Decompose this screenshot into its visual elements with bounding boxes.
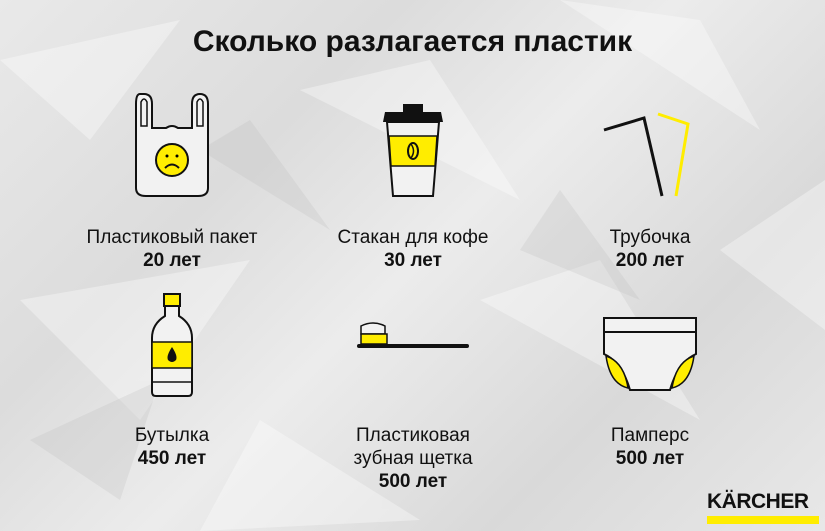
item-label: Памперс — [610, 425, 690, 446]
item-coffee-cup: Стакан для кофе 30 лет — [293, 88, 533, 272]
karcher-logo: KÄRCHER — [707, 490, 819, 524]
item-years: 200 лет — [615, 250, 685, 271]
brand-yellow-bar — [707, 516, 819, 524]
straw-icon — [530, 88, 770, 198]
item-label: Трубочка — [609, 227, 691, 248]
item-plastic-bag: Пластиковый пакет 20 лет — [52, 88, 292, 272]
item-years: 20 лет — [143, 250, 201, 271]
item-bottle: Бутылка 450 лет — [52, 288, 292, 470]
item-years: 30 лет — [384, 250, 442, 271]
toothbrush-icon — [293, 288, 533, 398]
item-label: Бутылка — [134, 425, 210, 446]
plastic-bag-icon — [52, 88, 292, 198]
item-label: Пластиковый пакет — [86, 227, 258, 248]
item-years: 450 лет — [137, 448, 207, 469]
item-label: зубная щетка — [353, 448, 473, 469]
diaper-icon — [530, 288, 770, 398]
item-label: Стакан для кофе — [337, 227, 489, 248]
item-straw: Трубочка 200 лет — [530, 88, 770, 272]
item-diaper: Памперс 500 лет — [530, 288, 770, 470]
brand-name: KÄRCHER — [707, 490, 809, 513]
item-toothbrush: Пластиковая зубная щетка 500 лет — [293, 288, 533, 493]
bottle-icon — [52, 288, 292, 398]
item-years: 500 лет — [378, 471, 448, 492]
page-title: Сколько разлагается пластик — [192, 25, 633, 58]
item-years: 500 лет — [615, 448, 685, 469]
coffee-cup-icon — [293, 88, 533, 198]
item-label: Пластиковая — [356, 425, 470, 446]
